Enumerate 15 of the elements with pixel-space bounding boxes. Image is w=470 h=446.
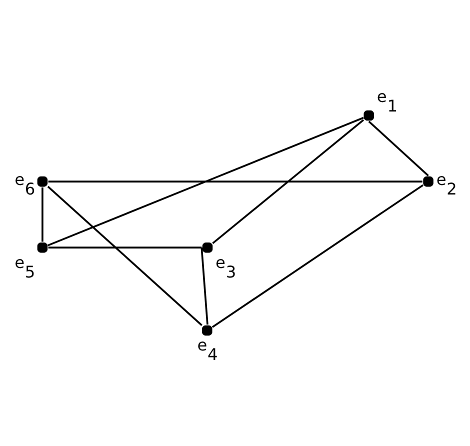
node-circle xyxy=(423,176,434,187)
connector xyxy=(200,248,208,325)
node-circle xyxy=(37,242,48,253)
connector xyxy=(212,119,364,244)
connector xyxy=(47,116,364,246)
node-circle xyxy=(202,325,212,336)
node-circle xyxy=(364,110,374,121)
connector xyxy=(48,246,202,248)
connector xyxy=(212,184,424,328)
connector xyxy=(368,120,429,176)
connector xyxy=(42,187,44,242)
node-circle xyxy=(202,242,213,253)
connector xyxy=(47,186,202,326)
node-circle xyxy=(37,176,48,187)
connector xyxy=(48,180,422,182)
